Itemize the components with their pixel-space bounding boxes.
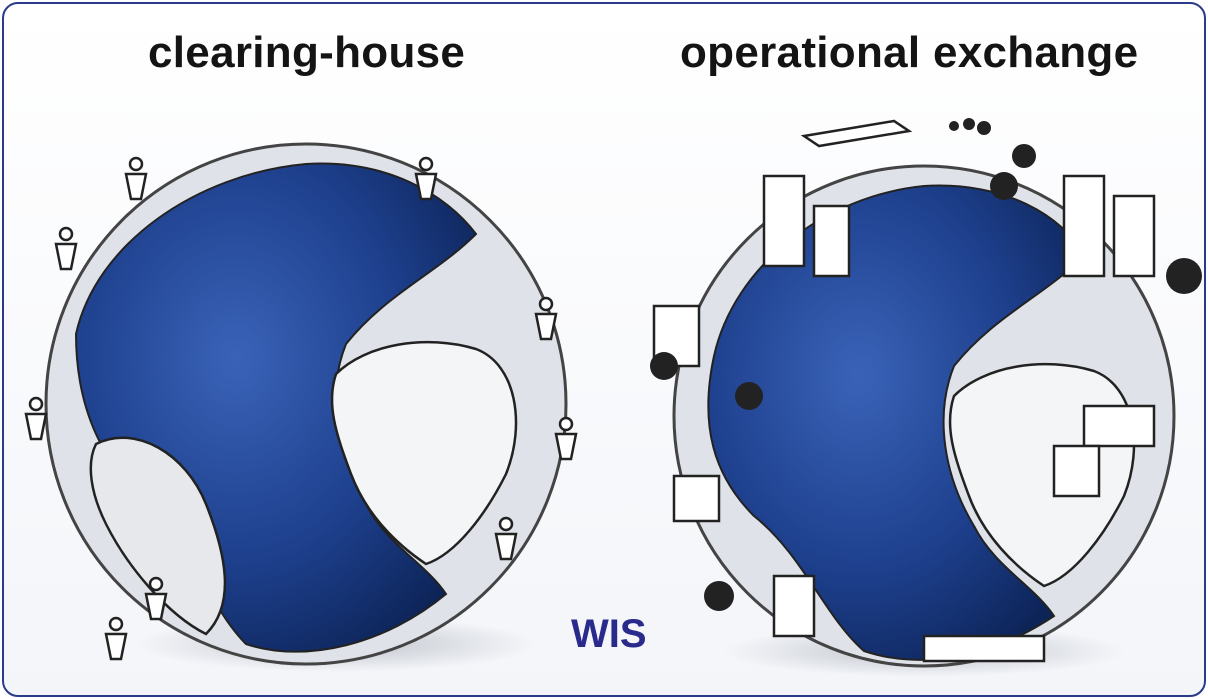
globe-people-icon — [24, 142, 578, 672]
globe-buildings-icon — [650, 118, 1202, 677]
operational-exchange-globe — [624, 96, 1204, 695]
title-operational-exchange: operational exchange — [680, 28, 1139, 77]
clearing-house-globe — [6, 124, 626, 694]
wis-label: WIS — [571, 612, 647, 656]
title-clearing-house: clearing-house — [148, 28, 466, 77]
